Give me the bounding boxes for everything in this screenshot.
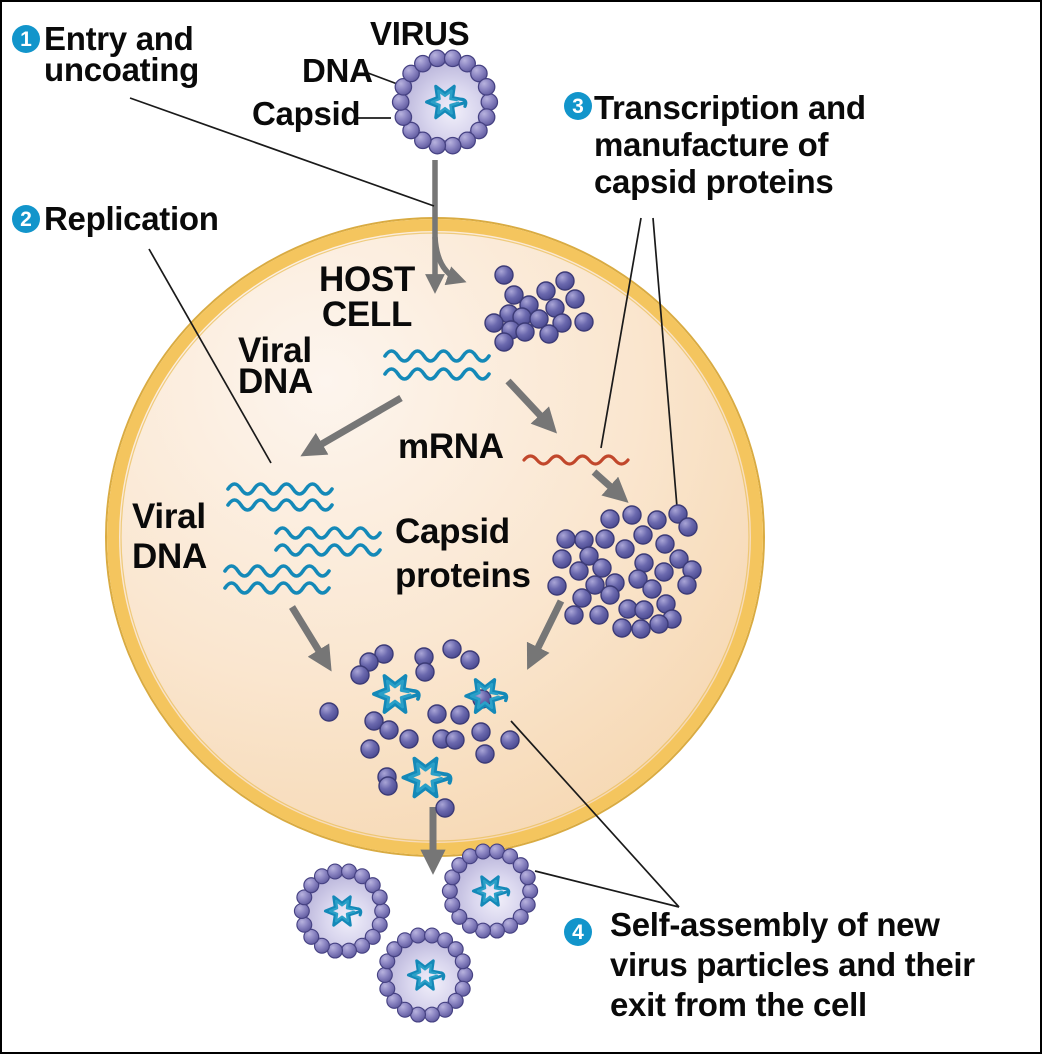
mrna-label: mRNA — [398, 427, 504, 466]
new-virus-bottom — [377, 928, 472, 1022]
host-cell-label: HOST CELL — [318, 260, 416, 334]
leader-assembly-inside — [510, 720, 680, 908]
leader-replication — [148, 248, 272, 464]
viral-dna-copies-label: Viral DNA — [132, 497, 207, 576]
translation-arrow — [591, 469, 629, 503]
leader-transcription-mrna — [600, 217, 642, 449]
uncoating-arrow — [432, 236, 467, 286]
virus-top — [392, 50, 497, 154]
dna-label: DNA — [302, 52, 373, 89]
capsid-proteins-label: Capsid proteins — [395, 512, 531, 595]
capsid-label: Capsid — [252, 95, 361, 132]
replication-arrow — [300, 394, 403, 457]
step-2-badge: 2 — [12, 205, 40, 233]
dna-to-assembly-arrow — [289, 605, 332, 672]
step-1-label: Entry and uncoating — [44, 20, 199, 88]
viral-dna-entry-label: Viral DNA — [238, 331, 313, 401]
capsid-protein-dots — [319, 265, 702, 818]
step-3-label: Transcription and manufacture of capsid … — [594, 89, 866, 200]
new-virus-left — [294, 864, 389, 958]
virus-label: VIRUS — [370, 15, 470, 52]
step-1-badge: 1 — [12, 25, 40, 53]
viral-dna-strands — [223, 349, 491, 595]
mrna-strand — [522, 454, 630, 466]
step-4-label: Self-assembly of new virus particles and… — [610, 906, 975, 1023]
leader-entry — [129, 97, 435, 207]
step-3-badge: 3 — [564, 92, 592, 120]
proteins-to-assembly-arrow — [526, 599, 565, 670]
leader-transcription-proteins — [652, 217, 678, 508]
flow-arrows — [289, 160, 629, 875]
leader-assembly-outside — [534, 870, 680, 908]
step-2-label: Replication — [44, 200, 219, 237]
step-4-badge: 4 — [564, 918, 592, 946]
transcription-arrow — [505, 378, 558, 434]
new-virus-middle — [442, 844, 537, 938]
